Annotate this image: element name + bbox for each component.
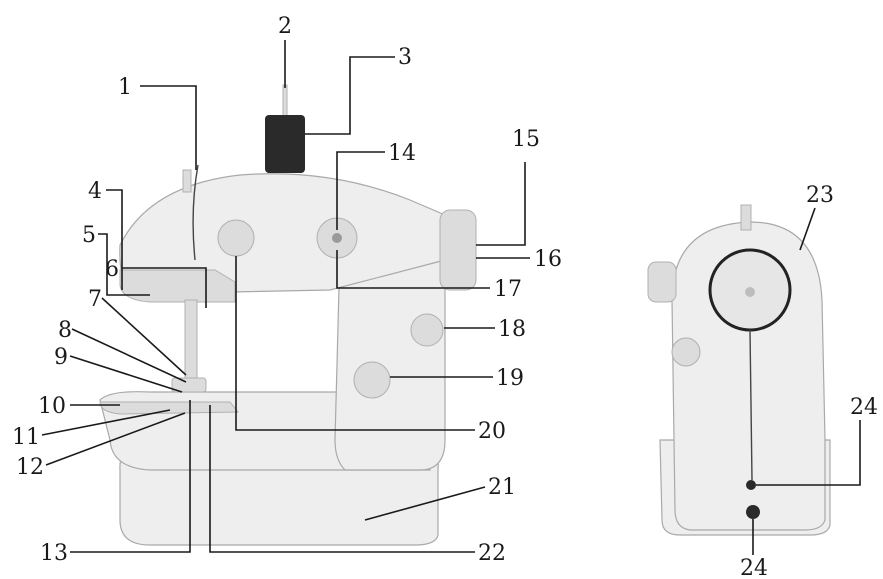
leader-9 bbox=[69, 355, 183, 393]
callout-10: 10 bbox=[38, 394, 66, 419]
front-view-machine bbox=[99, 84, 477, 546]
callout-1: 1 bbox=[118, 75, 132, 100]
callout-24-top: 24 bbox=[850, 395, 878, 420]
leader-14 bbox=[336, 151, 385, 230]
callout-4: 4 bbox=[88, 179, 102, 204]
callout-12: 12 bbox=[16, 455, 44, 480]
leader-6 bbox=[122, 267, 207, 308]
leader-lines bbox=[41, 40, 861, 555]
callout-19: 19 bbox=[496, 366, 524, 391]
head-shape bbox=[119, 269, 236, 303]
leader-24-top bbox=[756, 420, 861, 486]
leader-17 bbox=[336, 250, 490, 289]
thread-spool-shape bbox=[265, 115, 305, 173]
bobbin-winder-center bbox=[332, 233, 342, 243]
leader-3 bbox=[305, 56, 395, 135]
side-hand-wheel bbox=[647, 261, 677, 303]
leader-15 bbox=[476, 162, 526, 246]
needle-bar-shape bbox=[184, 299, 198, 381]
callout-8: 8 bbox=[58, 318, 72, 343]
callout-2: 2 bbox=[278, 14, 292, 39]
thread-guide-shape bbox=[182, 169, 192, 193]
side-button bbox=[671, 337, 701, 367]
leader-7 bbox=[101, 297, 187, 376]
leader-20 bbox=[235, 256, 475, 431]
side-disk-center bbox=[745, 287, 755, 297]
upper-knob-left bbox=[217, 219, 255, 257]
callout-21: 21 bbox=[488, 475, 516, 500]
thread-line bbox=[192, 164, 199, 261]
callout-16: 16 bbox=[534, 247, 562, 272]
leader-22 bbox=[209, 405, 475, 553]
leader-5 bbox=[98, 233, 150, 296]
leader-4 bbox=[106, 189, 123, 290]
leader-21 bbox=[364, 486, 486, 521]
upper-button bbox=[410, 313, 444, 347]
callout-23: 23 bbox=[806, 183, 834, 208]
side-view-machine bbox=[647, 204, 831, 536]
leader-12 bbox=[45, 412, 186, 466]
leader-13 bbox=[70, 400, 191, 553]
leader-11 bbox=[41, 409, 171, 436]
callout-22: 22 bbox=[478, 541, 506, 566]
callout-14: 14 bbox=[388, 141, 416, 166]
callout-5: 5 bbox=[82, 223, 96, 248]
leader-8 bbox=[71, 328, 187, 383]
callout-7: 7 bbox=[88, 287, 102, 312]
callout-labels: 1 2 3 4 5 6 7 8 9 10 11 12 13 14 15 16 1… bbox=[12, 14, 878, 579]
side-cord bbox=[749, 329, 753, 481]
callout-3: 3 bbox=[398, 45, 412, 70]
callout-15: 15 bbox=[512, 127, 540, 152]
callout-17: 17 bbox=[494, 277, 522, 302]
lower-button bbox=[353, 361, 391, 399]
callout-13: 13 bbox=[40, 541, 68, 566]
callout-11: 11 bbox=[12, 425, 40, 450]
leader-1 bbox=[140, 85, 197, 170]
callout-18: 18 bbox=[498, 317, 526, 342]
callout-6: 6 bbox=[105, 257, 119, 282]
leader-23 bbox=[799, 207, 816, 251]
hand-wheel-shape bbox=[439, 209, 477, 291]
side-top-knob bbox=[740, 204, 752, 231]
presser-foot-shape bbox=[171, 377, 207, 393]
callout-9: 9 bbox=[54, 345, 68, 370]
side-port-lower bbox=[746, 505, 760, 519]
side-port-upper bbox=[746, 480, 756, 490]
extension-plate-shape bbox=[99, 401, 240, 415]
callout-24-bottom: 24 bbox=[740, 556, 768, 579]
callout-20: 20 bbox=[478, 419, 506, 444]
spool-pin-shape bbox=[282, 84, 288, 121]
